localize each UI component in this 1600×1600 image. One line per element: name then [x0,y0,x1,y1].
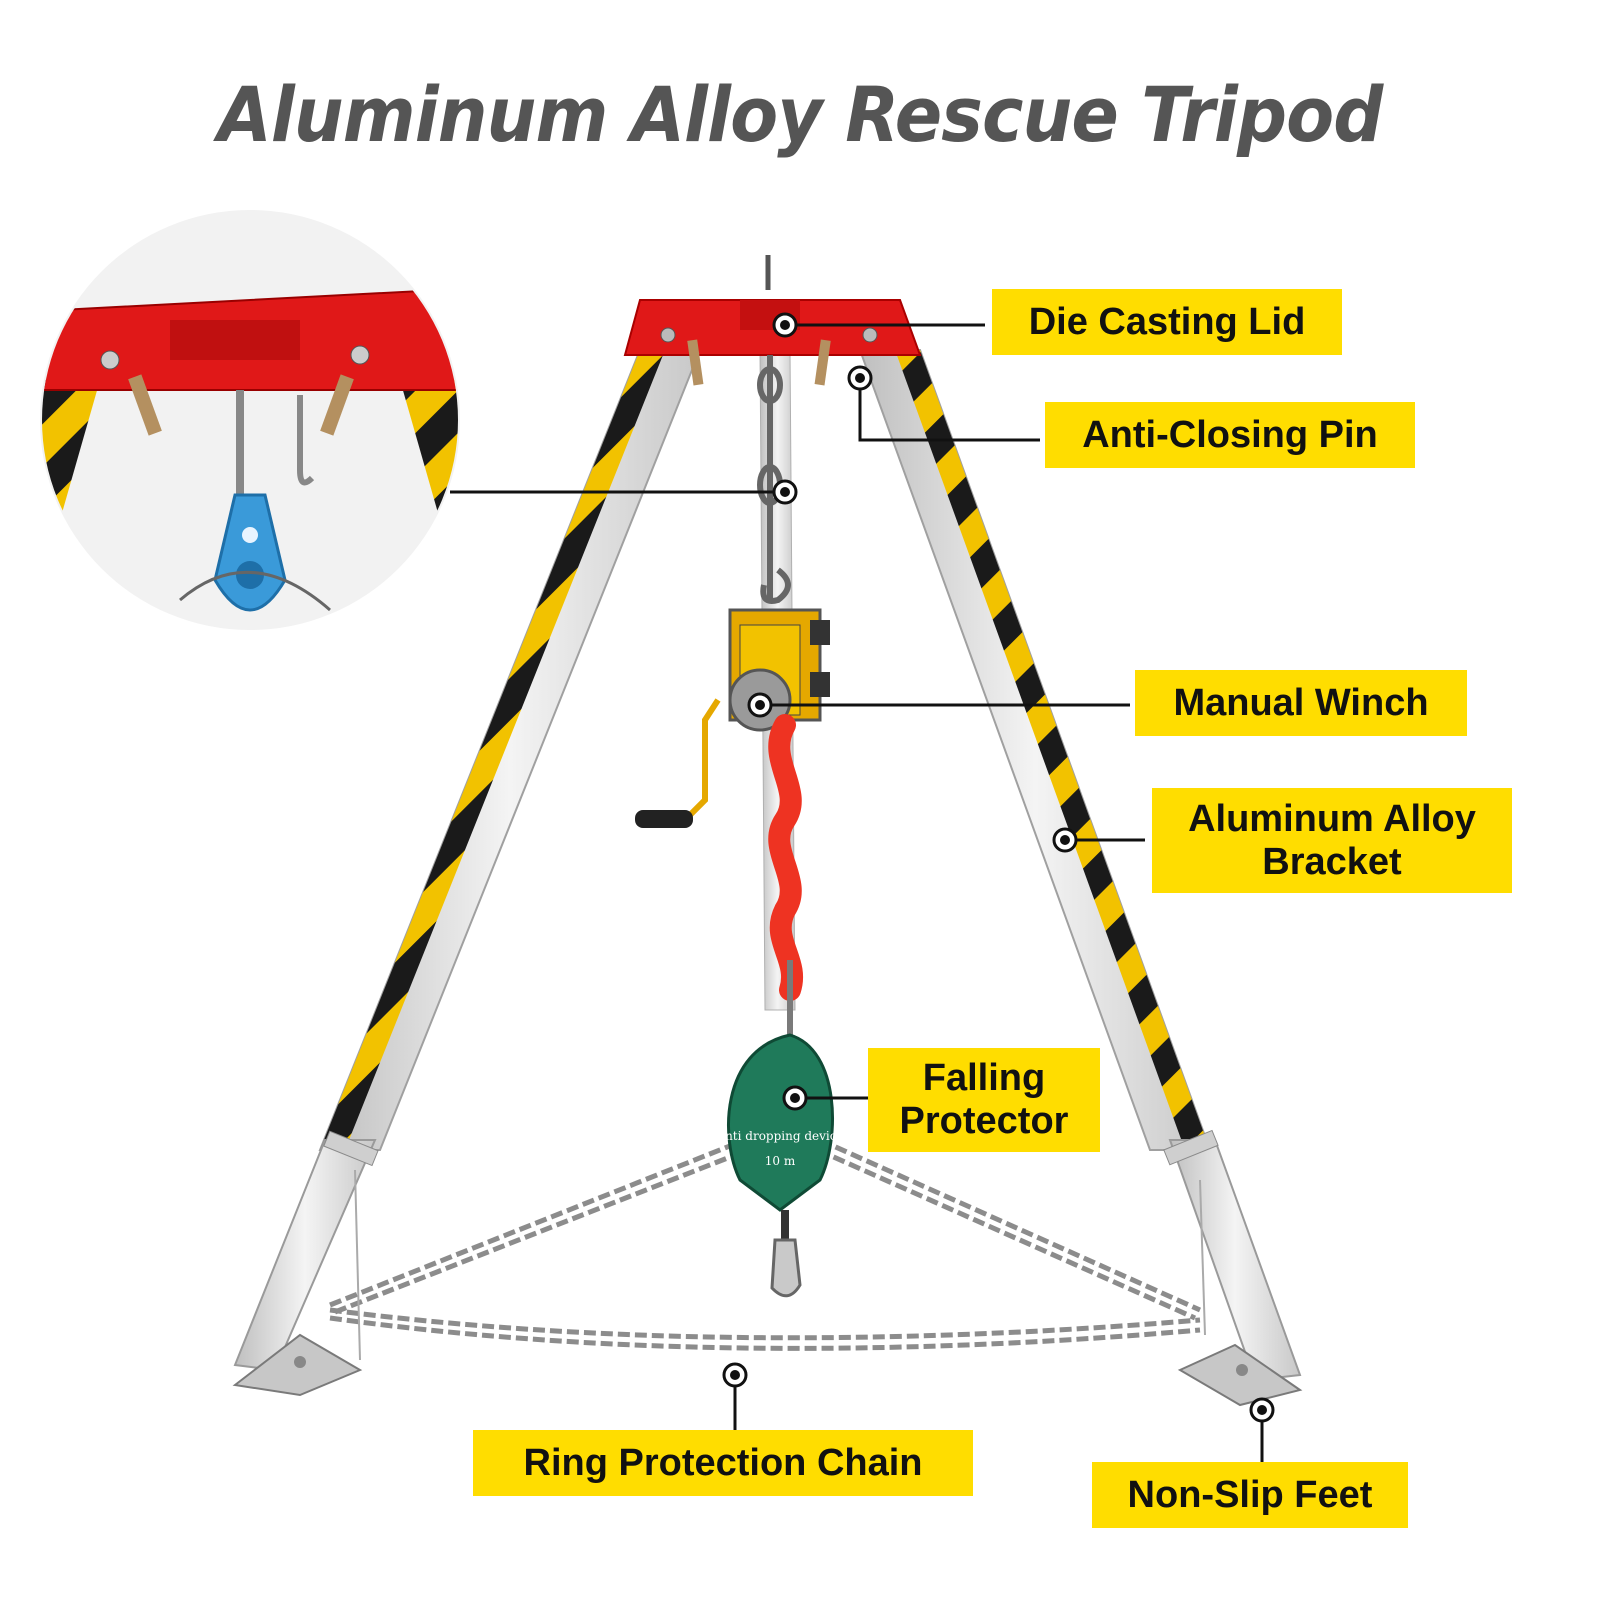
ring-protection-chain [329,1137,1202,1351]
inset-detail [40,210,460,630]
left-foot [232,1333,363,1397]
label-die-casting-lid: Die Casting Lid [992,289,1342,355]
right-leg [858,349,1302,1382]
label-falling-protector: Falling Protector [868,1048,1100,1152]
callout-lines [450,323,1264,1465]
left-leg [233,349,702,1372]
label-anti-closing-pin: Anti-Closing Pin [1045,402,1415,468]
label-manual-winch: Manual Winch [1135,670,1467,736]
label-aluminum-alloy-bracket: Aluminum Alloy Bracket [1152,788,1512,893]
label-ring-protection-chain: Ring Protection Chain [473,1430,973,1496]
device-text-line2: 10 m [765,1154,796,1168]
hook-icon [760,567,791,604]
device-text-line1: Anti dropping device [715,1129,843,1143]
callout-dots [722,312,1275,1423]
page-title: Aluminum Alloy Rescue Tripod [217,70,1384,159]
falling-protector: Anti dropping device 10 m [715,1033,844,1298]
red-lanyard [768,714,803,1040]
right-foot [1177,1343,1303,1407]
label-non-slip-feet: Non-Slip Feet [1092,1462,1408,1528]
